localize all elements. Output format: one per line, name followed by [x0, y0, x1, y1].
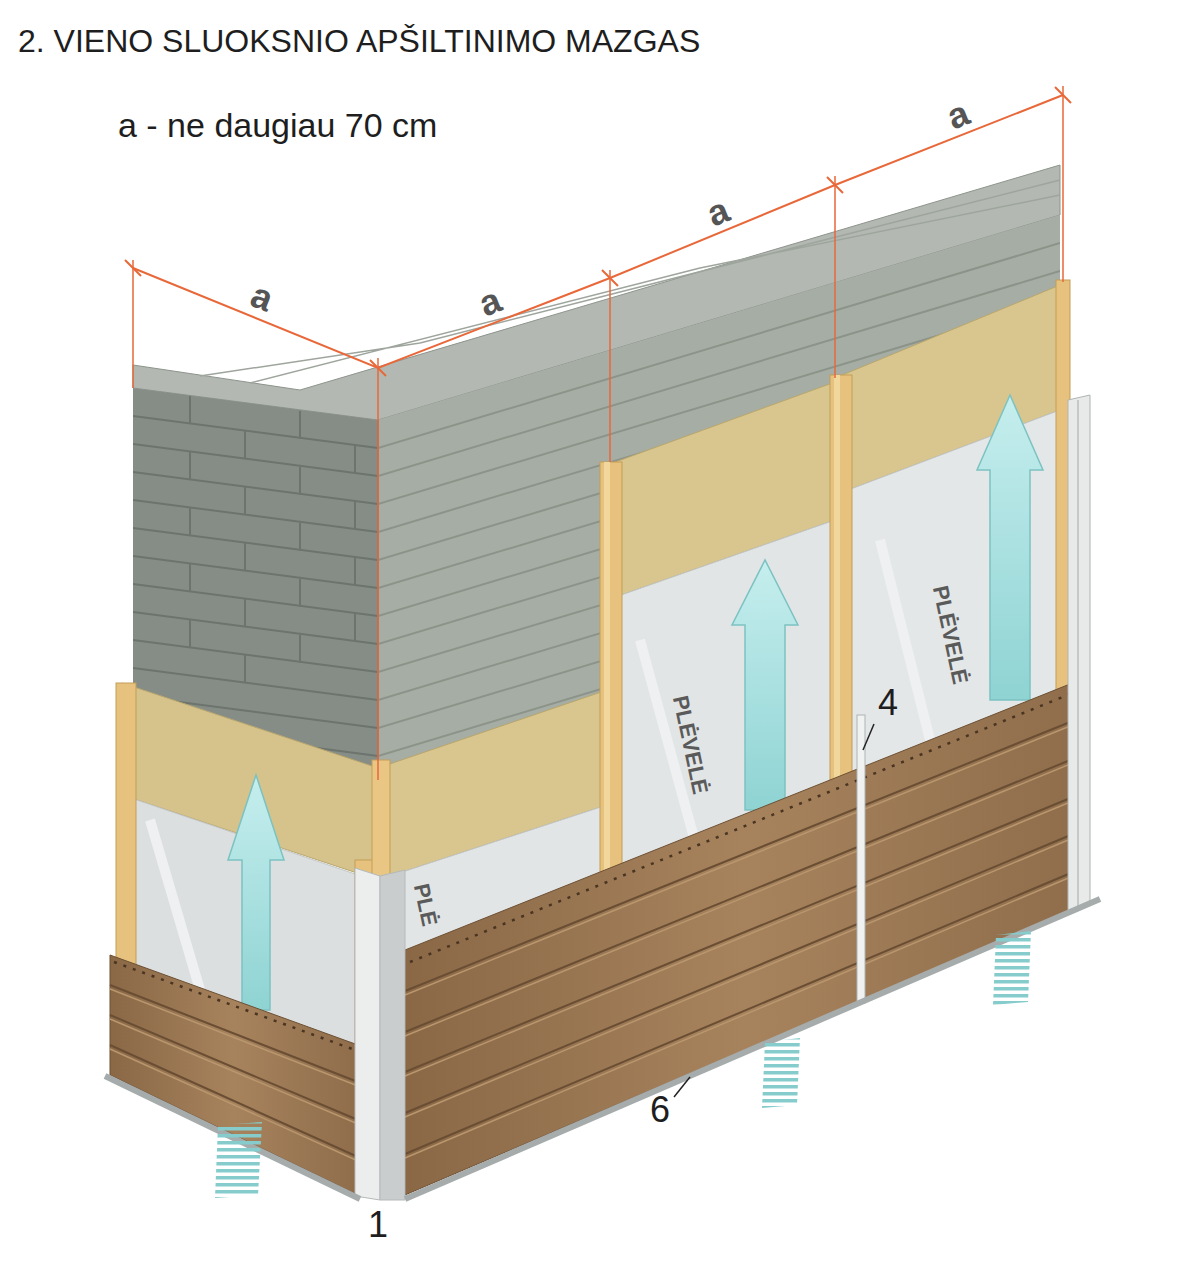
wooden-batten [600, 462, 622, 872]
air-intake [762, 1038, 800, 1108]
leader-line [674, 1077, 690, 1097]
airflow-arrow [228, 775, 284, 1010]
siding-panel [405, 678, 1085, 1195]
dimension-note: a - ne daugiau 70 cm [118, 107, 437, 144]
airflow-arrow [977, 395, 1043, 700]
leader-line [863, 724, 874, 750]
dimension-line [133, 86, 1063, 780]
dimension-label: a [473, 280, 506, 324]
trim-profile [1068, 395, 1090, 915]
siding-panel [114, 962, 355, 1050]
air-intake [215, 931, 1031, 1198]
diagram-title: 2. VIENO SLUOKSNIO APŠILTINIMO MAZGAS [18, 24, 700, 59]
airflow-arrow [732, 560, 798, 810]
air-intake [215, 1122, 262, 1198]
trim-profile [857, 715, 865, 1003]
callout-number: 4 [878, 683, 898, 723]
callout-number: 6 [650, 1090, 670, 1130]
dimension-label: a [701, 190, 734, 234]
wooden-batten [116, 683, 136, 973]
wooden-batten [604, 462, 610, 872]
siding-panel [405, 716, 1085, 1154]
trim-profile [355, 868, 380, 1200]
air-intake [993, 931, 1031, 1005]
wooden-batten [834, 375, 840, 805]
trim-profile [105, 395, 1100, 1200]
brick-wall [190, 396, 355, 683]
siding-panel [410, 690, 1080, 962]
wooden-batten [830, 375, 852, 805]
callout-number: 1 [368, 1205, 388, 1245]
trim-profile [105, 1076, 360, 1199]
dimension-label: a [941, 93, 974, 137]
dimension-line [125, 86, 1071, 780]
siding-panel [405, 720, 1085, 1158]
trim-profile [1077, 400, 1079, 910]
trim-profile [405, 899, 1100, 1199]
trim-profile [380, 870, 405, 1200]
dimension-label: a [245, 275, 278, 319]
